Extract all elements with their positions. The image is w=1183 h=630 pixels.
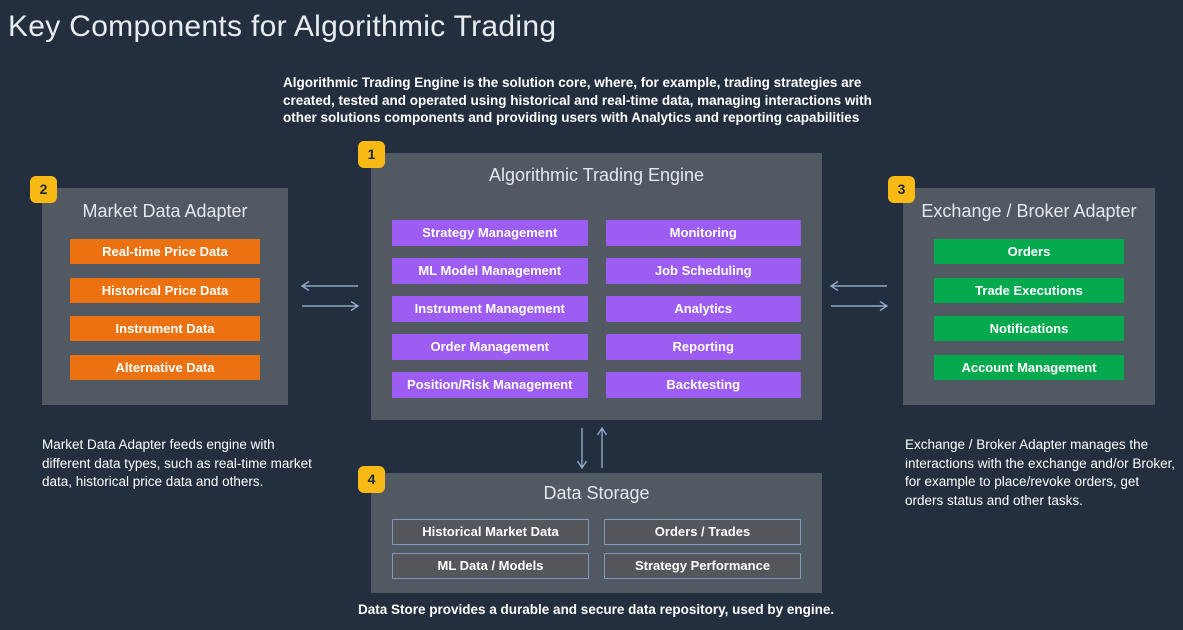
storage-panel-title: Data Storage [543, 483, 650, 503]
badge-3-exchange: 3 [888, 176, 915, 203]
badge-4-data-storage: 4 [358, 466, 385, 493]
engine-intro-text: Algorithmic Trading Engine is the soluti… [283, 75, 872, 125]
chip-order-management: Order Management [392, 334, 588, 360]
chip-ml-model-management: ML Model Management [392, 258, 588, 284]
market-data-adapter-description: Market Data Adapter feeds engine with di… [42, 437, 312, 489]
chip-orders: Orders [934, 239, 1124, 264]
chip-instrument-management: Instrument Management [392, 296, 588, 322]
engine-items-left-column: Strategy Management ML Model Management … [392, 220, 588, 398]
algorithmic-trading-engine-panel: Algorithmic Trading Engine Strategy Mana… [371, 153, 822, 420]
chip-notifications: Notifications [934, 316, 1124, 341]
engine-items: Strategy Management ML Model Management … [392, 220, 801, 398]
storage-items: Historical Market Data Orders / Trades M… [392, 519, 801, 579]
data-storage-description: Data Store provides a durable and secure… [358, 602, 835, 617]
exchange-broker-adapter-description: Exchange / Broker Adapter manages the in… [905, 437, 1176, 508]
chip-historical-market-data: Historical Market Data [392, 519, 589, 545]
chip-monitoring: Monitoring [605, 220, 801, 246]
arrow-market-to-engine-icon [302, 300, 360, 312]
chip-strategy-management: Strategy Management [392, 220, 588, 246]
arrow-storage-to-engine-icon [596, 426, 608, 468]
chip-instrument-data: Instrument Data [70, 316, 260, 341]
chip-alternative-data: Alternative Data [70, 354, 260, 380]
chip-backtesting: Backtesting [605, 372, 801, 398]
market-data-adapter-panel: Market Data Adapter Real-time Price Data… [42, 188, 288, 405]
chip-ml-data-models: ML Data / Models [392, 553, 589, 579]
chip-strategy-performance: Strategy Performance [604, 553, 801, 579]
chip-reporting: Reporting [605, 334, 801, 360]
chip-position-risk-management: Position/Risk Management [392, 372, 588, 398]
page-title: Key Components for Algorithmic Trading [8, 10, 557, 43]
chip-account-management: Account Management [934, 354, 1124, 380]
chip-trade-executions: Trade Executions [934, 277, 1124, 303]
chip-job-scheduling: Job Scheduling [605, 258, 801, 284]
arrow-engine-to-storage-icon [576, 428, 588, 470]
badge-2-market-data: 2 [30, 176, 57, 203]
chip-orders-trades: Orders / Trades [604, 519, 801, 545]
chip-analytics: Analytics [605, 296, 801, 322]
broker-items: Orders Trade Executions Notifications Ac… [934, 239, 1124, 380]
engine-items-right-column: Monitoring Job Scheduling Analytics Repo… [605, 220, 801, 398]
data-storage-panel: Data Storage Historical Market Data Orde… [371, 473, 822, 593]
chip-real-time-price-data: Real-time Price Data [70, 239, 260, 264]
arrow-engine-to-broker-icon [831, 300, 889, 312]
market-panel-title: Market Data Adapter [82, 201, 248, 221]
arrow-engine-to-market-icon [300, 280, 358, 292]
arrow-broker-to-engine-icon [829, 280, 887, 292]
exchange-broker-adapter-panel: Exchange / Broker Adapter Orders Trade E… [903, 188, 1155, 405]
broker-panel-title: Exchange / Broker Adapter [921, 201, 1137, 221]
chip-historical-price-data: Historical Price Data [70, 277, 260, 303]
engine-panel-title: Algorithmic Trading Engine [488, 165, 705, 185]
market-data-items: Real-time Price Data Historical Price Da… [70, 239, 260, 380]
badge-1-engine: 1 [358, 141, 385, 168]
